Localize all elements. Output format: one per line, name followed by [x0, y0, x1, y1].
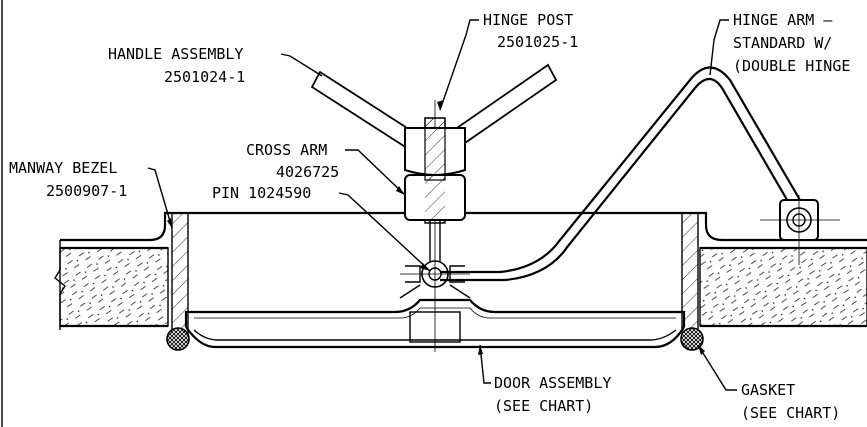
door-assembly-note: (SEE CHART) [494, 397, 593, 415]
hinge-arm [440, 66, 801, 282]
manway-bezel-label: MANWAY BEZEL [9, 159, 117, 177]
hinge-post-label: HINGE POST [483, 11, 573, 29]
handle-assembly-part-number: 2501024-1 [164, 68, 245, 86]
cross-arm-part-number: 4026725 [276, 163, 339, 181]
gasket-left [166, 327, 190, 351]
gasket-label: GASKET [741, 381, 795, 399]
hinge-post-part-number: 2501025-1 [497, 33, 578, 51]
door-assembly [184, 298, 686, 352]
hinge-arm-note-2: (DOUBLE HINGE [733, 57, 850, 75]
handle-assembly [310, 63, 558, 181]
door-assembly-label: DOOR ASSEMBLY [494, 374, 611, 392]
leader-lines [147, 19, 737, 391]
cross-arm-label: CROSS ARM [246, 141, 327, 159]
hinge-block [760, 195, 840, 265]
insulation-right [699, 246, 867, 328]
handle-assembly-label: HANDLE ASSEMBLY [108, 45, 243, 63]
gasket-note: (SEE CHART) [741, 404, 840, 422]
gasket-right [680, 327, 704, 351]
break-line-left [54, 240, 66, 330]
manway-bezel-part-number: 2500907-1 [46, 182, 127, 200]
insulation-left [59, 246, 169, 328]
hinge-arm-note: STANDARD W/ [733, 34, 832, 52]
pin-label: PIN 1024590 [212, 184, 311, 202]
hinge-arm-label: HINGE ARM – [733, 11, 833, 29]
